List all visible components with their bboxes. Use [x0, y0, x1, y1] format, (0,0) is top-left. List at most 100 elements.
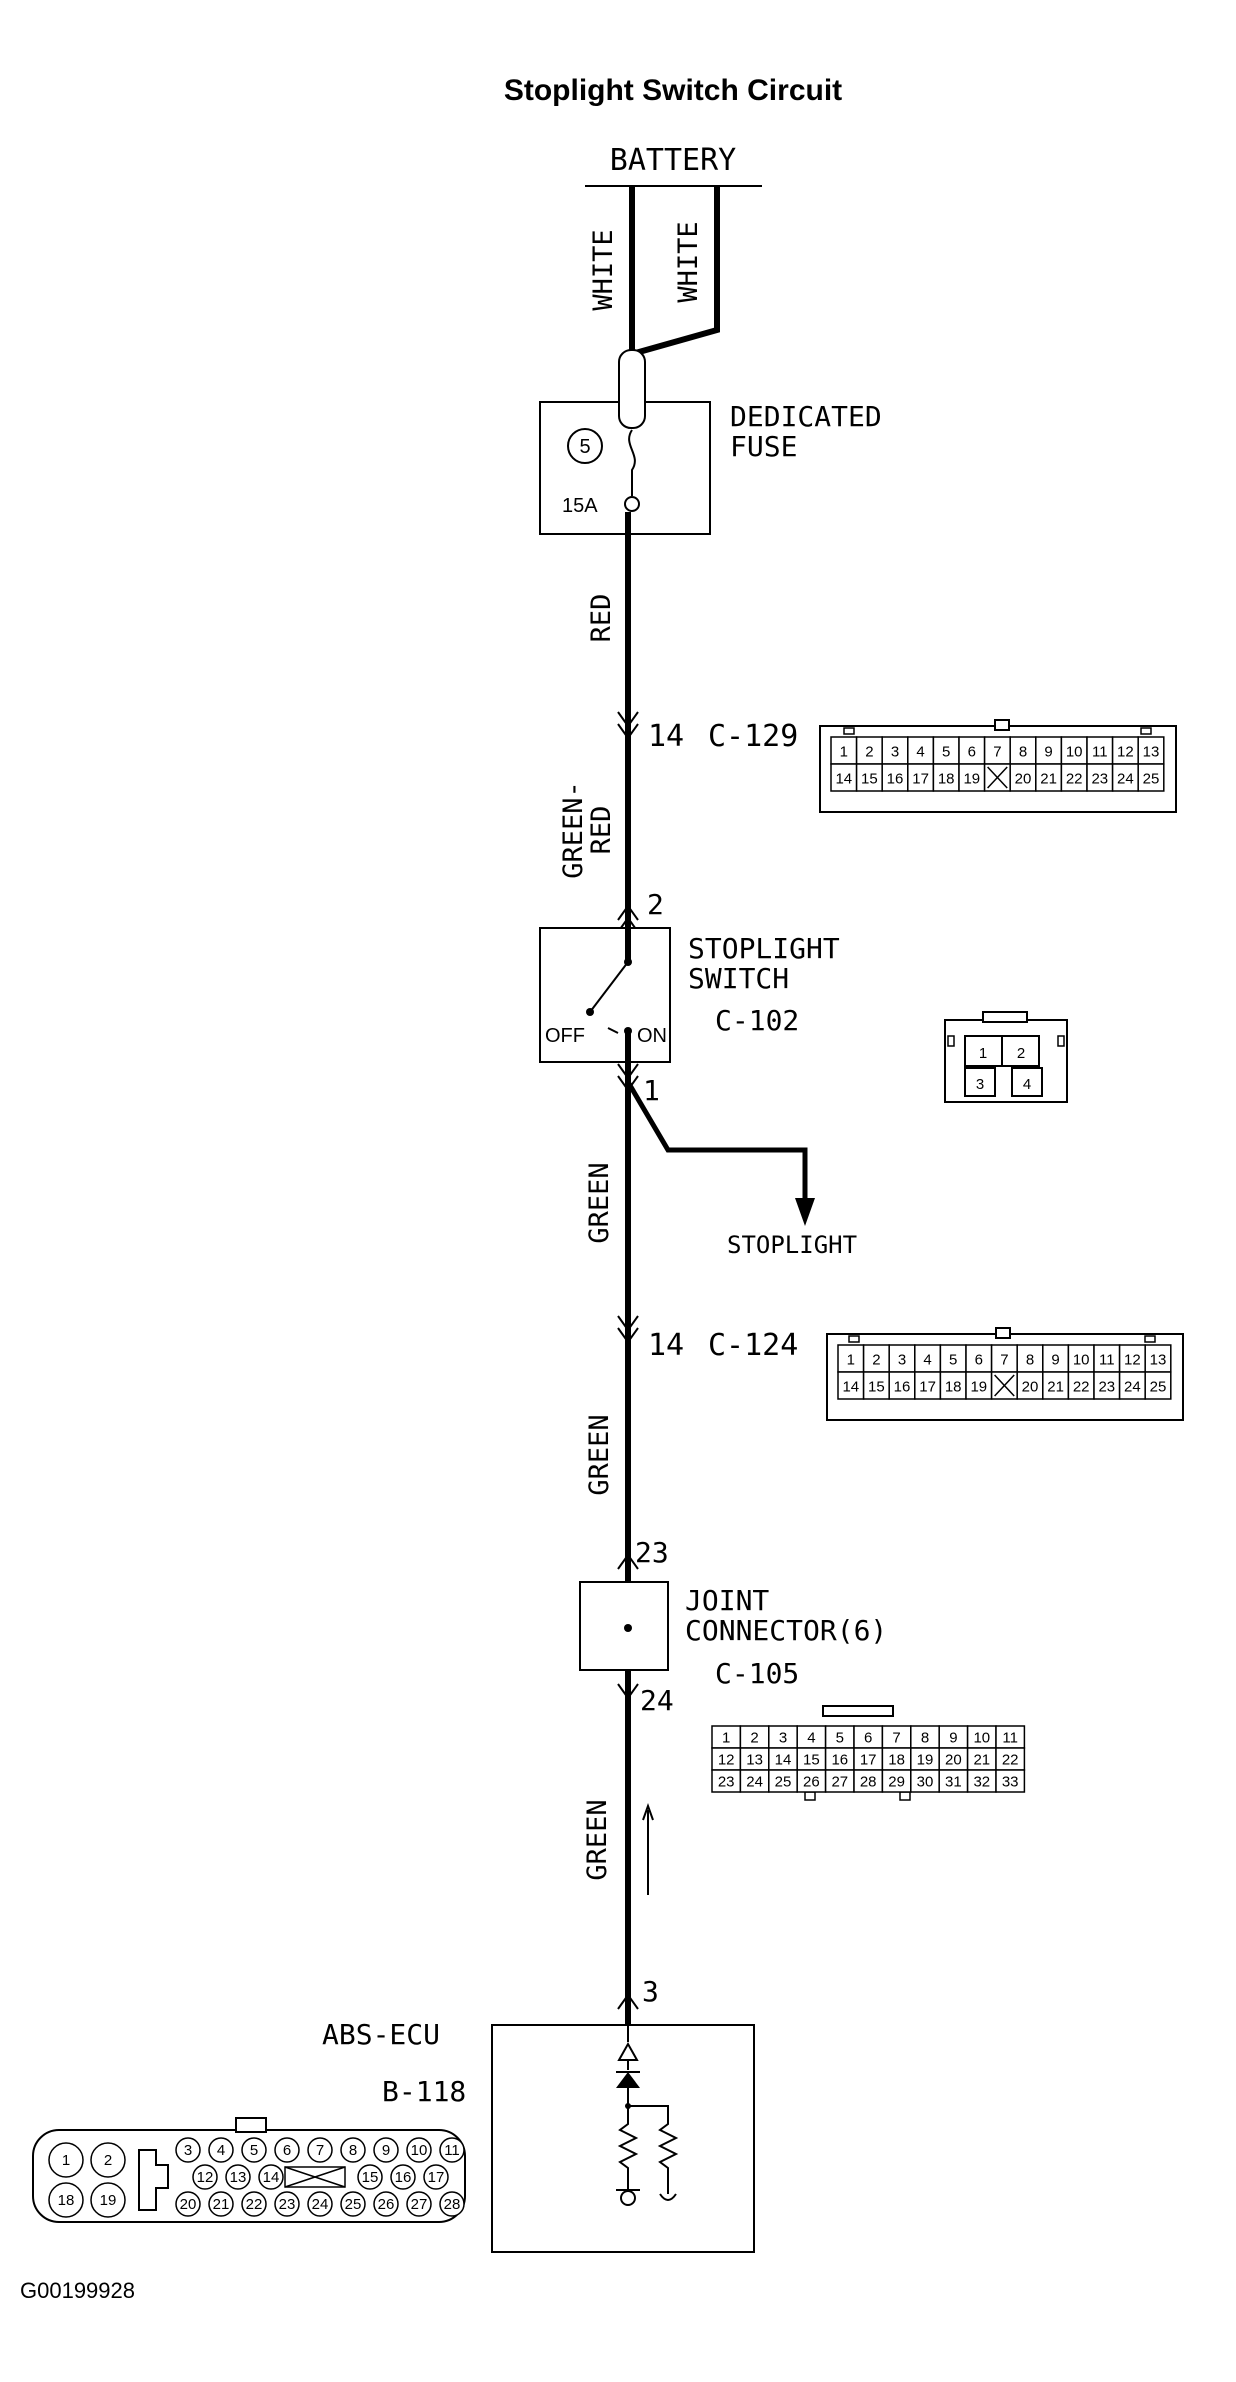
pin-cell: [932, 736, 960, 765]
switch-off-mark: [607, 1027, 619, 1034]
pin-label: 24: [1117, 770, 1134, 787]
pin-label: 29: [888, 1773, 905, 1790]
joint-connector: 23 24 JOINT CONNECTOR(6) C-105: [579, 1536, 887, 1717]
fuse-terminal: [624, 496, 640, 512]
ecu-box: [491, 2024, 755, 2253]
pin-cell: [881, 736, 909, 765]
pin-label: 11: [1002, 1729, 1018, 1746]
c124-id: C-124: [708, 1328, 798, 1363]
pin-label: 3: [779, 1729, 787, 1746]
wire-label-green-1: GREEN: [584, 1162, 615, 1243]
switch-pin-top: 2: [647, 888, 664, 921]
pin-label: 4: [217, 2142, 225, 2159]
pin-label: 17: [860, 1751, 877, 1768]
pin-cell: [1016, 1344, 1044, 1373]
wire-label-white-right: WHITE: [673, 221, 704, 302]
pin-label: 24: [746, 1773, 763, 1790]
joint-box: [579, 1581, 669, 1671]
joint-label-line1: JOINT: [685, 1584, 769, 1617]
pin-label: 14: [842, 1378, 859, 1395]
pin-cell: [192, 2164, 218, 2190]
switch-id: C-102: [715, 1004, 799, 1037]
c102-pin-3: 3: [976, 1076, 984, 1093]
pin-label: 23: [1098, 1378, 1115, 1395]
pin-label: 22: [1066, 770, 1083, 787]
chevron-up-icon: [617, 904, 639, 921]
pin-cell: [241, 2137, 267, 2163]
pin-label: 20: [180, 2196, 197, 2213]
pin-label: 12: [1117, 743, 1134, 760]
pin-cell: [932, 763, 960, 792]
pin-label: 4: [807, 1729, 815, 1746]
b118-latch: [235, 2117, 267, 2133]
pin-label: 21: [973, 1751, 990, 1768]
c129-tab-left: [843, 727, 855, 735]
pin-cell: [175, 2137, 201, 2163]
pin-label: 10: [973, 1729, 990, 1746]
switch-pivot: [586, 1008, 594, 1016]
joint-splice-dot: [624, 1624, 632, 1632]
switch-blade: [589, 961, 629, 1013]
pin-cell: [855, 736, 883, 765]
c129-id: C-129: [708, 719, 798, 754]
pin-cell: [1009, 736, 1037, 765]
current-direction: [642, 1803, 654, 1895]
c102-pin-4-cell: [1011, 1067, 1043, 1097]
pin-label: 2: [104, 2152, 112, 2169]
pin-label: 7: [1000, 1351, 1008, 1368]
pin-label: 25: [1150, 1378, 1167, 1395]
pin-label: 17: [428, 2169, 445, 2186]
resistor-icon: [617, 2106, 639, 2190]
figure-code: G00199928: [20, 2278, 135, 2303]
fuse-label-line2: FUSE: [730, 430, 797, 463]
pin-label: 9: [1051, 1351, 1059, 1368]
pin-label: 9: [949, 1729, 957, 1746]
c105-foot-right: [899, 1791, 911, 1801]
pin-label: 21: [1047, 1378, 1064, 1395]
pin-label: 20: [945, 1751, 962, 1768]
pin-cell: [48, 2142, 84, 2178]
pin-cell: [1042, 1371, 1070, 1400]
ecu-label: ABS-ECU: [322, 2018, 440, 2051]
pin-label: 19: [970, 1378, 987, 1395]
pin-label: 6: [864, 1729, 872, 1746]
fuse-number: 5: [579, 436, 590, 458]
pin-label: 6: [975, 1351, 983, 1368]
pin-label: 19: [100, 2192, 117, 2209]
pin-label: 3: [184, 2142, 192, 2159]
pin-cell: [881, 763, 909, 792]
pin-label: 21: [213, 2196, 230, 2213]
blank-pin-mark: [994, 1374, 1015, 1397]
switch-box: [539, 927, 671, 1063]
pin-label: 22: [1073, 1378, 1090, 1395]
pin-cell: [1144, 1344, 1172, 1373]
pin-label: 28: [860, 1773, 877, 1790]
pin-label: 8: [349, 2142, 357, 2159]
pin-label: 21: [1040, 770, 1057, 787]
wire-label-white-left: WHITE: [588, 229, 619, 310]
pin-cell: [241, 2191, 267, 2217]
pin-label: 1: [840, 743, 848, 760]
pin-label: 22: [1002, 1751, 1019, 1768]
chevron-up-icon: [617, 1553, 639, 1570]
pin-label: 7: [892, 1729, 900, 1746]
pin-label: 13: [1150, 1351, 1167, 1368]
pin-cell: [307, 2137, 333, 2163]
pin-label: 13: [1143, 743, 1160, 760]
pin-cell: [837, 1344, 865, 1373]
pin-label: 6: [283, 2142, 291, 2159]
pin-cell: [1111, 736, 1139, 765]
wire-label-green-red-2: RED: [586, 806, 617, 855]
pin-label: 2: [872, 1351, 880, 1368]
pin-label: 4: [916, 743, 924, 760]
pin-cell: [1137, 763, 1165, 792]
chevron-up-icon: [617, 1993, 639, 2010]
pin-cell: [357, 2164, 383, 2190]
pin-label: 27: [411, 2196, 428, 2213]
wire-label-red: RED: [586, 594, 617, 643]
pin-label: 2: [865, 743, 873, 760]
